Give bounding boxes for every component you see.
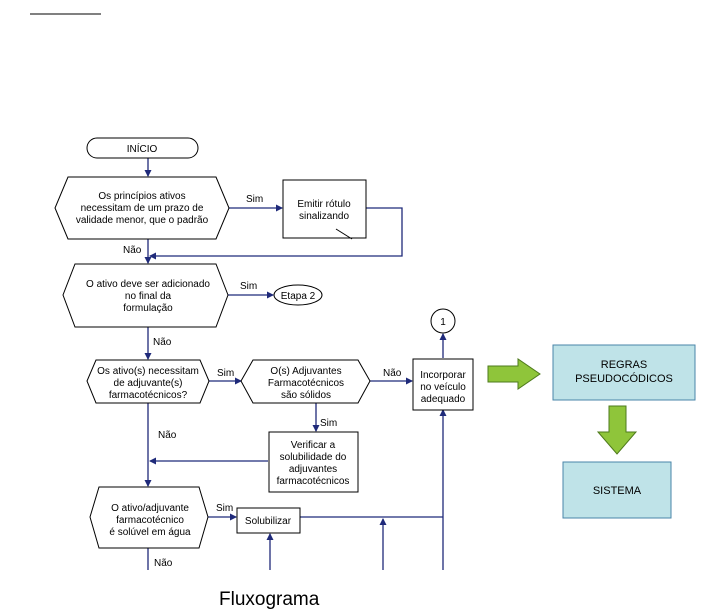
emitir-slash: [335, 228, 353, 240]
decision-adicionado-final: O ativo deve ser adicionado no final da …: [62, 263, 229, 328]
solubilizar-label: Solubilizar: [245, 516, 292, 527]
label-sim-q4: Sim: [320, 418, 337, 429]
q1-line-1: Os princípios ativos: [98, 191, 185, 202]
q4-line-3: são sólidos: [281, 390, 331, 401]
label-sim-q2: Sim: [240, 281, 257, 292]
process-incorporar-veiculo: Incorporar no veículo adequado: [412, 358, 474, 411]
box-sistema: SISTEMA: [562, 461, 672, 519]
flow-lines: [144, 158, 447, 570]
q2-line-3: formulação: [123, 303, 173, 314]
q4-line-1: O(s) Adjuvantes: [270, 366, 341, 377]
emitir-line-2: sinalizando: [299, 211, 349, 222]
label-sim-q5: Sim: [216, 503, 233, 514]
q3-line-2: de adjuvante(s): [114, 378, 183, 389]
green-down-arrow-icon: [596, 405, 638, 455]
label-nao-q3: Não: [158, 430, 177, 441]
start-label: INÍCIO: [127, 142, 158, 155]
edge-emitir-merge: [149, 207, 403, 260]
incorporar-line-3: adequado: [421, 394, 466, 405]
figure-caption: Fluxograma: [219, 589, 320, 610]
verificar-line-2: solubilidade do: [280, 452, 347, 463]
decision-necessitam-adjuvantes: Os ativo(s) necessitam de adjuvante(s) f…: [86, 359, 210, 404]
start-terminator: INÍCIO: [86, 137, 199, 159]
incorporar-line-2: no veículo: [420, 382, 466, 393]
q1-line-2: necessitam de um prazo de: [81, 203, 204, 214]
q5-line-1: O ativo/adjuvante: [111, 503, 189, 514]
process-verificar-solubilidade: Verificar a solubilidade do adjuvantes f…: [268, 431, 359, 493]
decision-prazo-validade: Os princípios ativos necessitam de um pr…: [54, 176, 230, 240]
connector-1-label: 1: [440, 317, 446, 328]
label-nao-q4: Não: [383, 368, 402, 379]
label-sim-q1: Sim: [246, 194, 263, 205]
q5-line-3: é solúvel em água: [109, 527, 191, 538]
label-nao-q2: Não: [153, 337, 172, 348]
etapa2-label: Etapa 2: [281, 291, 316, 302]
green-right-arrow-icon: [487, 358, 541, 390]
regras-line-2: PSEUDOCÓDICOS: [575, 372, 673, 385]
label-nao-q5: Não: [154, 558, 173, 569]
label-nao-q1: Não: [123, 245, 142, 256]
emitir-line-1: Emitir rótulo: [297, 199, 351, 210]
process-solubilizar: Solubilizar: [236, 507, 301, 534]
q2-line-2: no final da: [125, 291, 172, 302]
incorporar-line-1: Incorporar: [420, 370, 466, 381]
decision-soluvel-agua: O ativo/adjuvante farmacotécnico é solúv…: [89, 486, 209, 549]
q5-line-2: farmacotécnico: [116, 515, 184, 526]
sistema-label: SISTEMA: [593, 485, 642, 497]
decision-adjuvantes-solidos: O(s) Adjuvantes Farmacotécnicos são sóli…: [240, 359, 371, 404]
q4-line-2: Farmacotécnicos: [268, 378, 344, 389]
q3-line-1: Os ativo(s) necessitam: [97, 366, 199, 377]
verificar-line-3: adjuvantes: [289, 464, 337, 475]
regras-line-1: REGRAS: [601, 359, 647, 371]
process-emitir-rotulo: Emitir rótulo sinalizando: [282, 179, 367, 240]
q3-line-3: farmacotécnicos?: [109, 390, 188, 401]
terminator-etapa-2: Etapa 2: [273, 284, 323, 306]
q2-line-1: O ativo deve ser adicionado: [86, 279, 210, 290]
label-sim-q3: Sim: [217, 368, 234, 379]
box-regras-pseudocodicos: REGRAS PSEUDOCÓDICOS: [552, 344, 696, 401]
q1-line-3: validade menor, que o padrão: [76, 215, 209, 226]
connector-1: 1: [430, 308, 456, 334]
verificar-line-1: Verificar a: [291, 440, 336, 451]
verificar-line-4: farmacotécnicos: [277, 476, 350, 487]
